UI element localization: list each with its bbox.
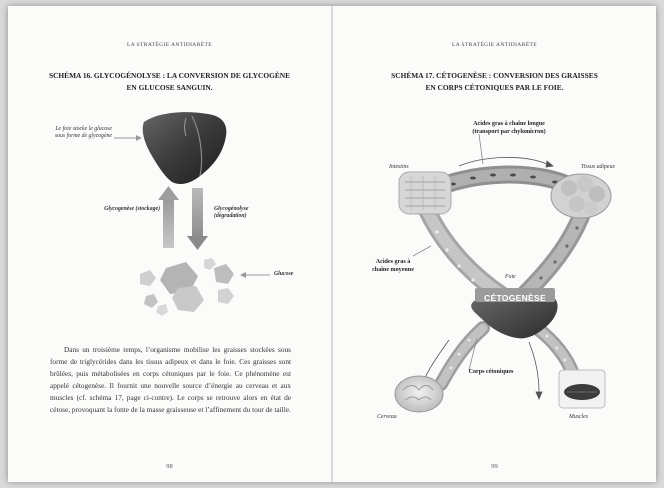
- glycogenolysis-diagram: [8, 6, 331, 336]
- glycogenolyse-down-arrow: [187, 188, 208, 250]
- body-paragraph: Dans un troisième temps, l’organisme mob…: [50, 344, 291, 417]
- left-page: LA STRATÉGIE ANTIDIABÈTE SCHÉMA 16. GLYC…: [8, 6, 331, 482]
- liver-pointer-arrow: [114, 135, 142, 141]
- cerveau-label: Cerveau: [377, 414, 397, 421]
- page-number-left: 98: [8, 463, 331, 470]
- adipose-tissue-illustration: [551, 174, 611, 218]
- right-page: LA STRATÉGIE ANTIDIABÈTE SCHÉMA 17. CÉTO…: [333, 6, 656, 482]
- glycogenese-label: Glycogenèse (stockage): [104, 206, 160, 213]
- paragraph-text: Dans un troisième temps, l’organisme mob…: [50, 344, 291, 417]
- glycogenese-up-arrow: [158, 186, 179, 248]
- medium-chain-pointer: [413, 246, 431, 256]
- long-chain-label: Acides gras à chaîne longue (transport p…: [461, 120, 557, 136]
- intestines-illustration: [399, 172, 451, 214]
- glucose-label: Glucose: [274, 271, 314, 278]
- foie-label: Foie: [505, 274, 516, 281]
- book-spread: LA STRATÉGIE ANTIDIABÈTE SCHÉMA 16. GLYC…: [8, 6, 656, 482]
- medium-chain-label: Acides gras à chaîne moyenne: [369, 258, 417, 274]
- ketogenesis-diagram: [333, 6, 656, 482]
- cetogenese-label: CÉTOGENÈSE: [475, 293, 555, 303]
- page-number-right: 99: [333, 463, 656, 470]
- glucose-crystals: [140, 258, 234, 316]
- muscles-label: Muscles: [569, 414, 588, 421]
- muscle-illustration: [559, 370, 605, 408]
- glucose-pointer-arrow: [240, 272, 270, 278]
- liver-storage-label: Le foie stocke le glucose sous forme de …: [50, 126, 112, 140]
- liver-illustration: [143, 112, 227, 184]
- brain-illustration: [395, 376, 443, 412]
- corps-cetoniques-label: Corps cétoniques: [451, 368, 531, 376]
- intestins-label: Intestins: [389, 164, 409, 171]
- glycogenolyse-label: Glycogénolyse (dégradation): [214, 206, 274, 220]
- tissus-adipeux-label: Tissus adipeux: [581, 164, 615, 171]
